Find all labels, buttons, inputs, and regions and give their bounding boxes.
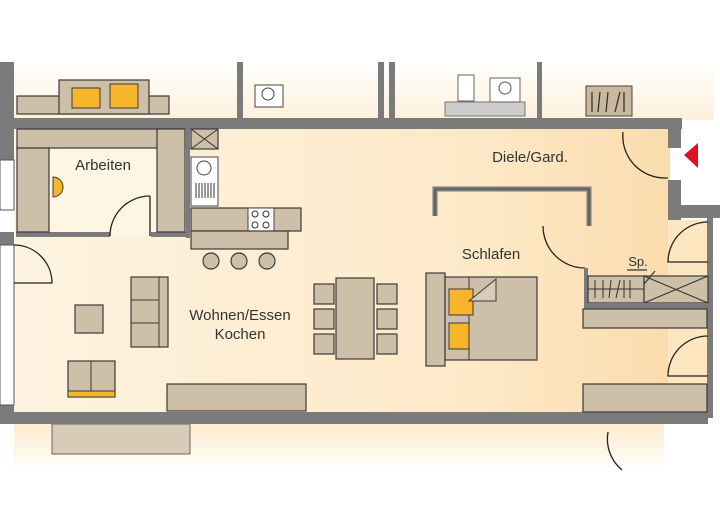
neighbour-unit-top <box>14 62 714 120</box>
neighbour-unit-bottom <box>14 423 664 474</box>
entrance-marker-icon <box>684 143 698 168</box>
walls <box>0 62 720 424</box>
room-label-speicher: Sp. <box>628 254 648 269</box>
entrance-area <box>681 129 720 205</box>
study-furniture <box>16 128 186 233</box>
room-label-kochen: Kochen <box>215 326 266 343</box>
room-label-wohnen: Wohnen/Essen <box>189 307 290 324</box>
living-furniture <box>67 276 307 412</box>
kitchen <box>190 128 302 270</box>
room-label-diele: Diele/Gard. <box>492 149 568 166</box>
room-label-arbeiten: Arbeiten <box>75 157 131 174</box>
door-arcs <box>13 131 709 471</box>
dining-furniture <box>313 277 398 360</box>
room-label-schlafen: Schlafen <box>462 246 520 263</box>
storage-closet <box>582 268 709 413</box>
bed <box>425 272 538 367</box>
